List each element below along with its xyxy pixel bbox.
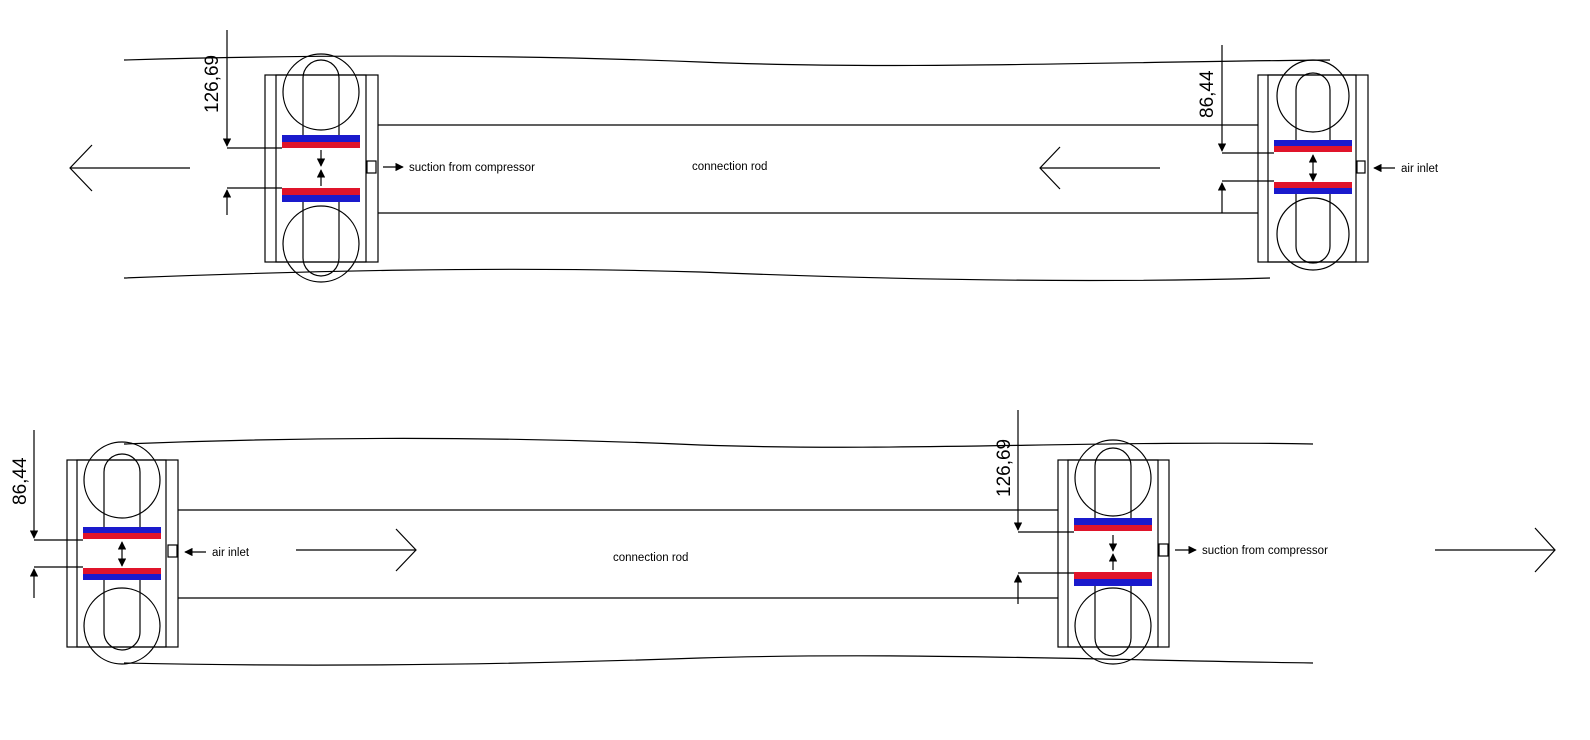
- top-left-port-label: suction from compressor: [409, 162, 535, 174]
- bottom-left-port-label: air inlet: [212, 547, 250, 559]
- top-diagram: connection rod: [69, 30, 1439, 283]
- top-right-port-label: air inlet: [1401, 163, 1439, 175]
- top-outer-contour-upper: [123, 55, 1331, 67]
- bottom-motion-arrow-right: [1435, 527, 1556, 573]
- bottom-right-port-label: suction from compressor: [1202, 545, 1328, 557]
- top-outer-contour-lower: [123, 268, 1271, 282]
- bottom-center-label: connection rod: [613, 552, 688, 564]
- top-left-bearing: [222, 30, 379, 283]
- top-motion-arrow-middle: [1039, 146, 1160, 190]
- bottom-right-dimension: 126,69: [994, 439, 1015, 497]
- bottom-diagram: connection rod: [10, 410, 1556, 666]
- top-right-dimension: 86,44: [1197, 70, 1218, 118]
- bottom-outer-contour-upper: [123, 437, 1314, 448]
- bottom-motion-arrow-middle: [296, 528, 417, 572]
- bottom-left-bearing: [29, 430, 179, 665]
- bottom-right-bearing: [1013, 410, 1170, 665]
- bottom-outer-contour-lower: [123, 655, 1314, 666]
- top-right-bearing: [1217, 45, 1369, 271]
- bottom-left-dimension: 86,44: [10, 457, 31, 505]
- top-motion-arrow-left: [69, 144, 190, 192]
- top-left-dimension: 126,69: [202, 55, 223, 113]
- top-center-label: connection rod: [692, 161, 767, 173]
